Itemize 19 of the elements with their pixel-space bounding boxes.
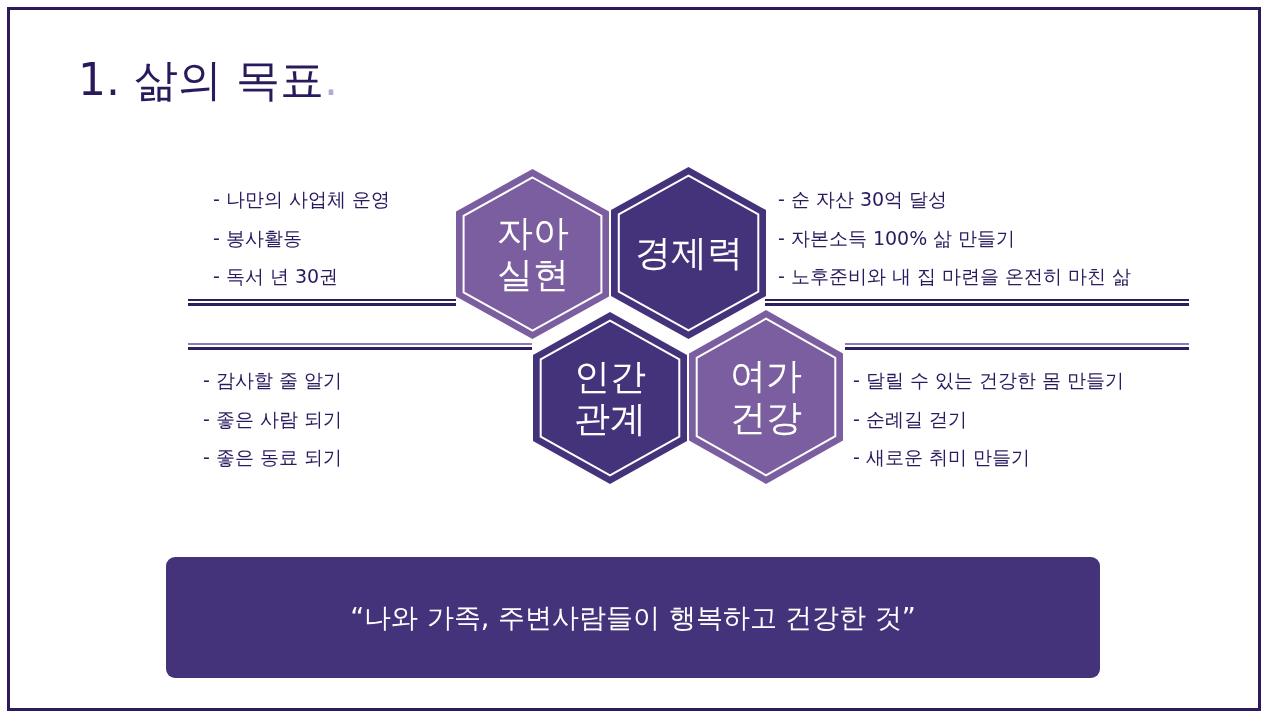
slide-title: 1. 삶의 목표. (78, 53, 338, 107)
list-item: - 나만의 사업체 운영 (213, 187, 390, 211)
list-item: - 좋은 사람 되기 (203, 406, 342, 431)
list-item: - 순례길 걷기 (853, 406, 967, 431)
list-item: - 감사할 줄 알기 (203, 368, 342, 392)
hexagon-label: 자아 실현 (496, 212, 569, 296)
list-item: - 달릴 수 있는 건강한 몸 만들기 (853, 368, 1125, 392)
quote-text: “나와 가족, 주변사람들이 행복하고 건강한 것” (350, 600, 916, 635)
list-item: - 새로운 취미 만들기 (853, 445, 1030, 469)
list-item: - 봉사활동 (213, 225, 302, 250)
quote-banner (166, 557, 1100, 678)
list-item: - 순 자산 30억 달성 (778, 187, 948, 211)
hexagon-label: 여가 건강 (730, 355, 802, 439)
list-item: - 자본소득 100% 삶 만들기 (778, 225, 1016, 250)
list-item: - 노후준비와 내 집 마련을 온전히 마친 삶 (778, 264, 1132, 288)
list-item: - 독서 년 30권 (213, 264, 339, 288)
list-item: - 좋은 동료 되기 (203, 445, 342, 469)
hexagon-label: 인간 관계 (574, 356, 646, 440)
hexagon-label: 경제력 (634, 232, 743, 274)
